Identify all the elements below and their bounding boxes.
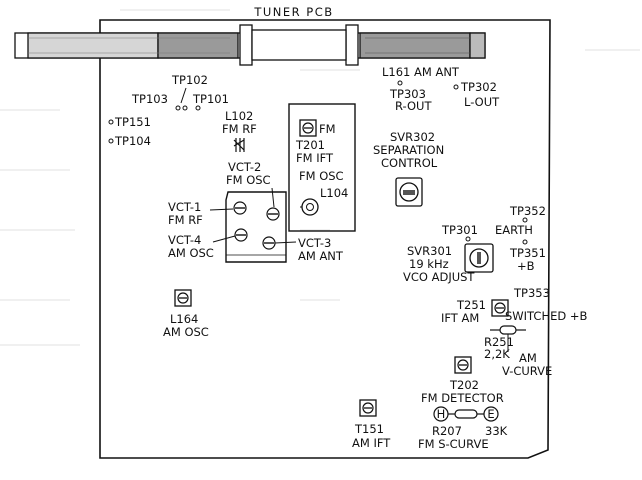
tp351-dot: [522, 239, 528, 245]
vct1-leader: [209, 208, 234, 211]
label-r207: R207: [432, 424, 462, 438]
vct1-trimmer-icon[interactable]: [233, 201, 247, 215]
vct4-leader: [212, 235, 236, 243]
label-vco-adjust: VCO ADJUST: [403, 270, 475, 284]
label-am-ift: AM IFT: [352, 436, 391, 450]
tp301-dot: [465, 236, 471, 242]
label-t151: T151: [354, 422, 384, 436]
label-separation: SEPARATION: [373, 143, 444, 157]
svr301-pot-icon[interactable]: [464, 243, 494, 273]
label-l164: L164: [170, 312, 198, 326]
label-t251: T251: [456, 298, 486, 312]
label-fm-ift: FM IFT: [296, 151, 334, 165]
label-t202: T202: [449, 378, 479, 392]
label-vct2-fm-osc: FM OSC: [226, 173, 271, 187]
label-tp103: TP103: [131, 92, 168, 106]
label-vct3: VCT-3: [298, 236, 331, 250]
tp102-leader: [180, 87, 187, 104]
tp352-dot: [522, 217, 528, 223]
t202-adjust-icon[interactable]: [454, 356, 472, 374]
tp302-dot: [453, 84, 459, 90]
pcb-title: TUNER PCB: [253, 5, 333, 19]
tp101-dot: [195, 105, 201, 111]
label-l-out: L-OUT: [464, 95, 500, 109]
label-tp102: TP102: [171, 73, 208, 87]
label-svr302: SVR302: [390, 130, 435, 144]
label-switched-b: SWITCHED +B: [505, 309, 588, 323]
label-e-marker: E: [487, 407, 494, 421]
label-fm-s-curve: FM S-CURVE: [418, 437, 489, 451]
label-19khz: 19 kHz: [409, 257, 449, 271]
label-tp104: TP104: [114, 134, 151, 148]
label-vct4: VCT-4: [168, 233, 201, 247]
t251-adjust-icon[interactable]: [491, 299, 509, 317]
coil-l102-icon: [233, 138, 245, 152]
label-l102-fm-rf: FM RF: [222, 122, 257, 136]
vct3-leader: [274, 241, 297, 244]
label-v-curve: V-CURVE: [502, 364, 552, 378]
tp103-dot: [175, 105, 181, 111]
pcb-board-outline: [99, 19, 551, 459]
label-svr301: SVR301: [407, 244, 452, 258]
vct3-trimmer-icon[interactable]: [262, 236, 276, 250]
tp151-dot: [108, 119, 114, 125]
fm-ift-box: [288, 103, 356, 232]
label-h-marker: H: [437, 407, 446, 421]
label-tp101: TP101: [192, 92, 229, 106]
label-r-out: R-OUT: [395, 99, 432, 113]
label-l104: L104: [320, 186, 348, 200]
label-r207-value: 33K: [485, 424, 508, 438]
label-tp302: TP302: [460, 80, 497, 94]
label-vct3-am-ant: AM ANT: [298, 249, 344, 263]
label-tp353: TP353: [513, 286, 550, 300]
background-bleed-text: [0, 9, 640, 346]
label-tp301: TP301: [441, 223, 478, 237]
label-vct4-am-osc: AM OSC: [168, 246, 214, 260]
label-l161-am-ant: L161 AM ANT: [382, 65, 460, 79]
t151-adjust-icon[interactable]: [359, 399, 377, 417]
label-tp151: TP151: [114, 115, 151, 129]
label-t201: T201: [295, 138, 325, 152]
label-ift-am: IFT AM: [441, 311, 479, 325]
label-vct1: VCT-1: [168, 200, 201, 214]
l104-coil-icon: [300, 198, 319, 216]
label-plus-b: +B: [517, 259, 535, 273]
label-tp352: TP352: [509, 204, 546, 218]
r207-resistor-icon: [433, 406, 499, 422]
label-vct1-fm-rf: FM RF: [168, 213, 203, 227]
label-l164-am-osc: AM OSC: [163, 325, 209, 339]
label-t201-fm: FM: [319, 122, 336, 136]
tp102-dot: [182, 105, 188, 111]
label-tp351: TP351: [509, 246, 546, 260]
t201-adjust-icon: [299, 119, 317, 137]
vct2-leader: [271, 187, 275, 208]
label-r251-value: 2,2K: [484, 347, 510, 361]
label-r251: R251: [484, 335, 514, 349]
label-am: AM: [519, 351, 537, 365]
r251-resistor-icon: [490, 325, 526, 352]
tuning-shaft: [14, 24, 486, 66]
label-fm-detector: FM DETECTOR: [421, 391, 504, 405]
label-earth: EARTH: [495, 223, 533, 237]
label-control: CONTROL: [381, 156, 438, 170]
tp303-dot: [397, 80, 403, 86]
label-fm-osc-l104: FM OSC: [299, 169, 344, 183]
label-tp303: TP303: [389, 87, 426, 101]
label-l102: L102: [225, 109, 253, 123]
vct2-trimmer-icon[interactable]: [266, 207, 280, 221]
variable-capacitor-body: [225, 191, 287, 263]
vct4-trimmer-icon[interactable]: [234, 228, 248, 242]
tp104-dot: [108, 138, 114, 144]
svr302-pot-icon[interactable]: [395, 177, 423, 207]
l164-adjust-icon[interactable]: [174, 289, 192, 307]
label-vct2: VCT-2: [228, 160, 261, 174]
